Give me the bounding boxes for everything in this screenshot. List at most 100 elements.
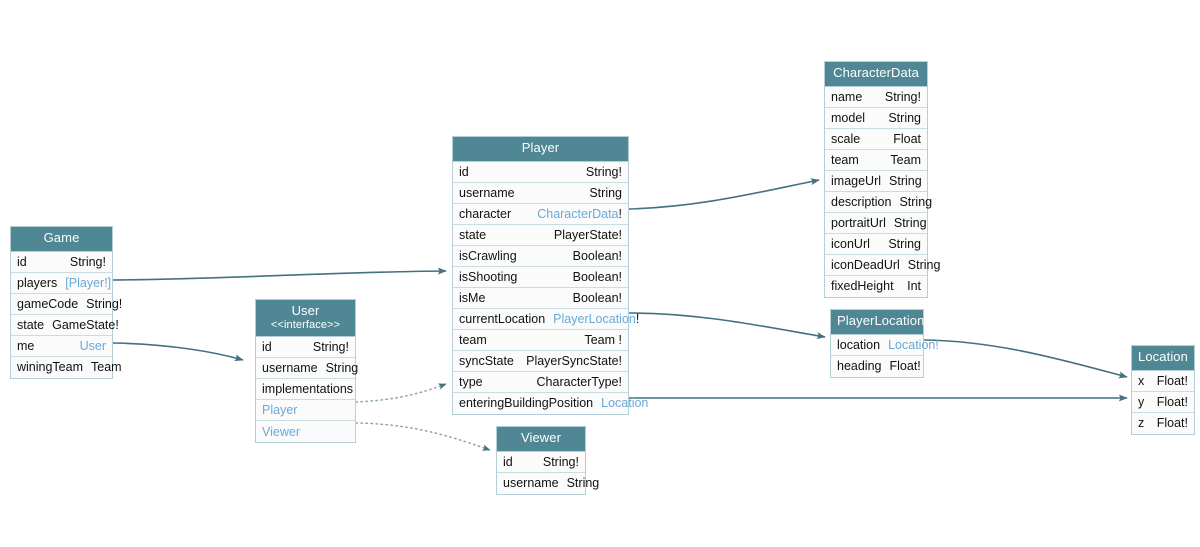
table-row[interactable]: description String [825,191,932,213]
table-row[interactable]: iconDeadUrl String [825,254,940,276]
table-row[interactable]: id String! [256,337,355,359]
table-row[interactable]: isMe Boolean! [453,287,628,309]
field-type: Boolean! [572,248,622,263]
field-type: String! [542,454,579,469]
field-type[interactable]: User [79,338,106,353]
field-name: syncState [459,353,514,368]
field-type: Float! [1156,373,1188,388]
field-type: String! [69,254,106,269]
field-type: String [888,236,921,251]
field-name: x [1138,373,1145,388]
table-row[interactable]: model String [825,107,927,129]
entity-location[interactable]: Location x Float! y Float! z Float! [1131,345,1195,435]
field-name: location [837,337,881,352]
table-row[interactable]: me User [11,335,112,357]
field-type: String [566,476,600,491]
table-row[interactable]: players [Player!] [11,272,112,294]
table-row[interactable]: syncState PlayerSyncState! [453,350,628,372]
field-type: String [907,257,941,272]
entity-characterdata-title: CharacterData [825,62,927,87]
field-type: String [589,185,622,200]
field-name: scale [831,131,861,146]
field-name: model [831,110,866,125]
edge-user-implements-viewer [355,422,491,451]
table-row[interactable]: iconUrl String [825,233,927,255]
field-type[interactable]: [Player!] [65,275,112,290]
field-type: Team [890,152,921,167]
entity-user[interactable]: User <<interface>> id String! username S… [255,299,358,444]
field-type-text: CharacterData [537,206,619,221]
table-row[interactable]: character CharacterData! [453,203,628,225]
table-row[interactable]: isCrawling Boolean! [453,245,628,267]
field-name: team [831,152,859,167]
table-row[interactable]: team Team ! [453,329,628,351]
table-row[interactable]: fixedHeight Int [825,275,927,297]
table-row[interactable]: id String! [497,451,585,473]
table-row[interactable]: username String [256,358,358,380]
field-name: enteringBuildingPosition [459,396,594,411]
field-type: String [893,215,927,230]
table-row[interactable]: username String [453,182,628,204]
field-type: Float! [889,359,921,374]
entity-playerlocation-title: PlayerLocation [831,310,924,335]
table-row[interactable]: imageUrl String [825,170,927,192]
entity-location-title: Location [1132,346,1194,371]
field-name: isCrawling [459,248,517,263]
table-row[interactable]: y Float! [1132,391,1194,413]
implementation-name: Viewer [262,424,300,439]
table-row[interactable]: enteringBuildingPosition Location [453,392,648,414]
entity-game[interactable]: Game id String! players [Player!] gameCo… [10,226,122,379]
field-type: String [889,173,922,188]
field-type-text: PlayerLocation [553,311,636,326]
implementations-header: implementations [256,379,355,401]
table-row[interactable]: winingTeam Team [11,356,122,378]
table-row[interactable]: portraitUrl String [825,212,927,234]
field-type[interactable]: CharacterData! [529,207,622,221]
field-type: Boolean! [572,269,622,284]
table-row[interactable]: id String! [11,251,112,273]
field-type: String [899,194,933,209]
field-type[interactable]: Location [601,396,649,411]
table-row[interactable]: location Location! [831,334,939,356]
field-type: Team [91,360,122,375]
table-row[interactable]: currentLocation PlayerLocation! [453,308,639,330]
field-type[interactable]: PlayerLocation! [545,312,639,326]
entity-player-title: Player [453,137,628,162]
entity-game-title: Game [11,227,112,252]
entity-playerlocation[interactable]: PlayerLocation location Location! headin… [830,309,939,378]
field-type[interactable]: Location! [888,337,939,352]
field-type: Float [893,131,921,146]
table-row[interactable]: heading Float! [831,355,923,377]
table-row[interactable]: scale Float [825,128,927,150]
field-name: type [459,374,483,389]
table-row[interactable]: team Team [825,149,927,171]
field-name: character [459,206,512,221]
table-row[interactable]: gameCode String! [11,293,122,315]
field-name: username [459,185,515,200]
field-name: name [831,89,863,104]
entity-viewer[interactable]: Viewer id String! username String [496,426,599,495]
field-name: state [459,227,487,242]
table-row[interactable]: x Float! [1132,370,1194,392]
table-row[interactable]: type CharacterType! [453,371,628,393]
field-name: me [17,338,35,353]
implementation-item-viewer[interactable]: Viewer [256,421,355,443]
table-row[interactable]: z Float! [1132,412,1194,434]
field-type-required-mark: ! [618,206,622,221]
field-type-required-mark: ! [635,311,640,326]
implementation-item-player[interactable]: Player [256,400,355,422]
table-row[interactable]: id String! [453,161,628,183]
entity-characterdata[interactable]: CharacterData name String! model String … [824,61,940,298]
field-name: team [459,332,487,347]
field-type: String! [86,296,123,311]
field-name: isShooting [459,269,518,284]
table-row[interactable]: state PlayerState! [453,224,628,246]
field-type: PlayerSyncState! [526,353,622,368]
table-row[interactable]: username String [497,472,599,494]
table-row[interactable]: isShooting Boolean! [453,266,628,288]
table-row[interactable]: name String! [825,86,927,108]
entity-player[interactable]: Player id String! username String charac… [452,136,648,415]
table-row[interactable]: state GameState! [11,314,119,336]
entity-user-name: User [291,303,320,318]
field-type: Float! [1156,416,1188,431]
